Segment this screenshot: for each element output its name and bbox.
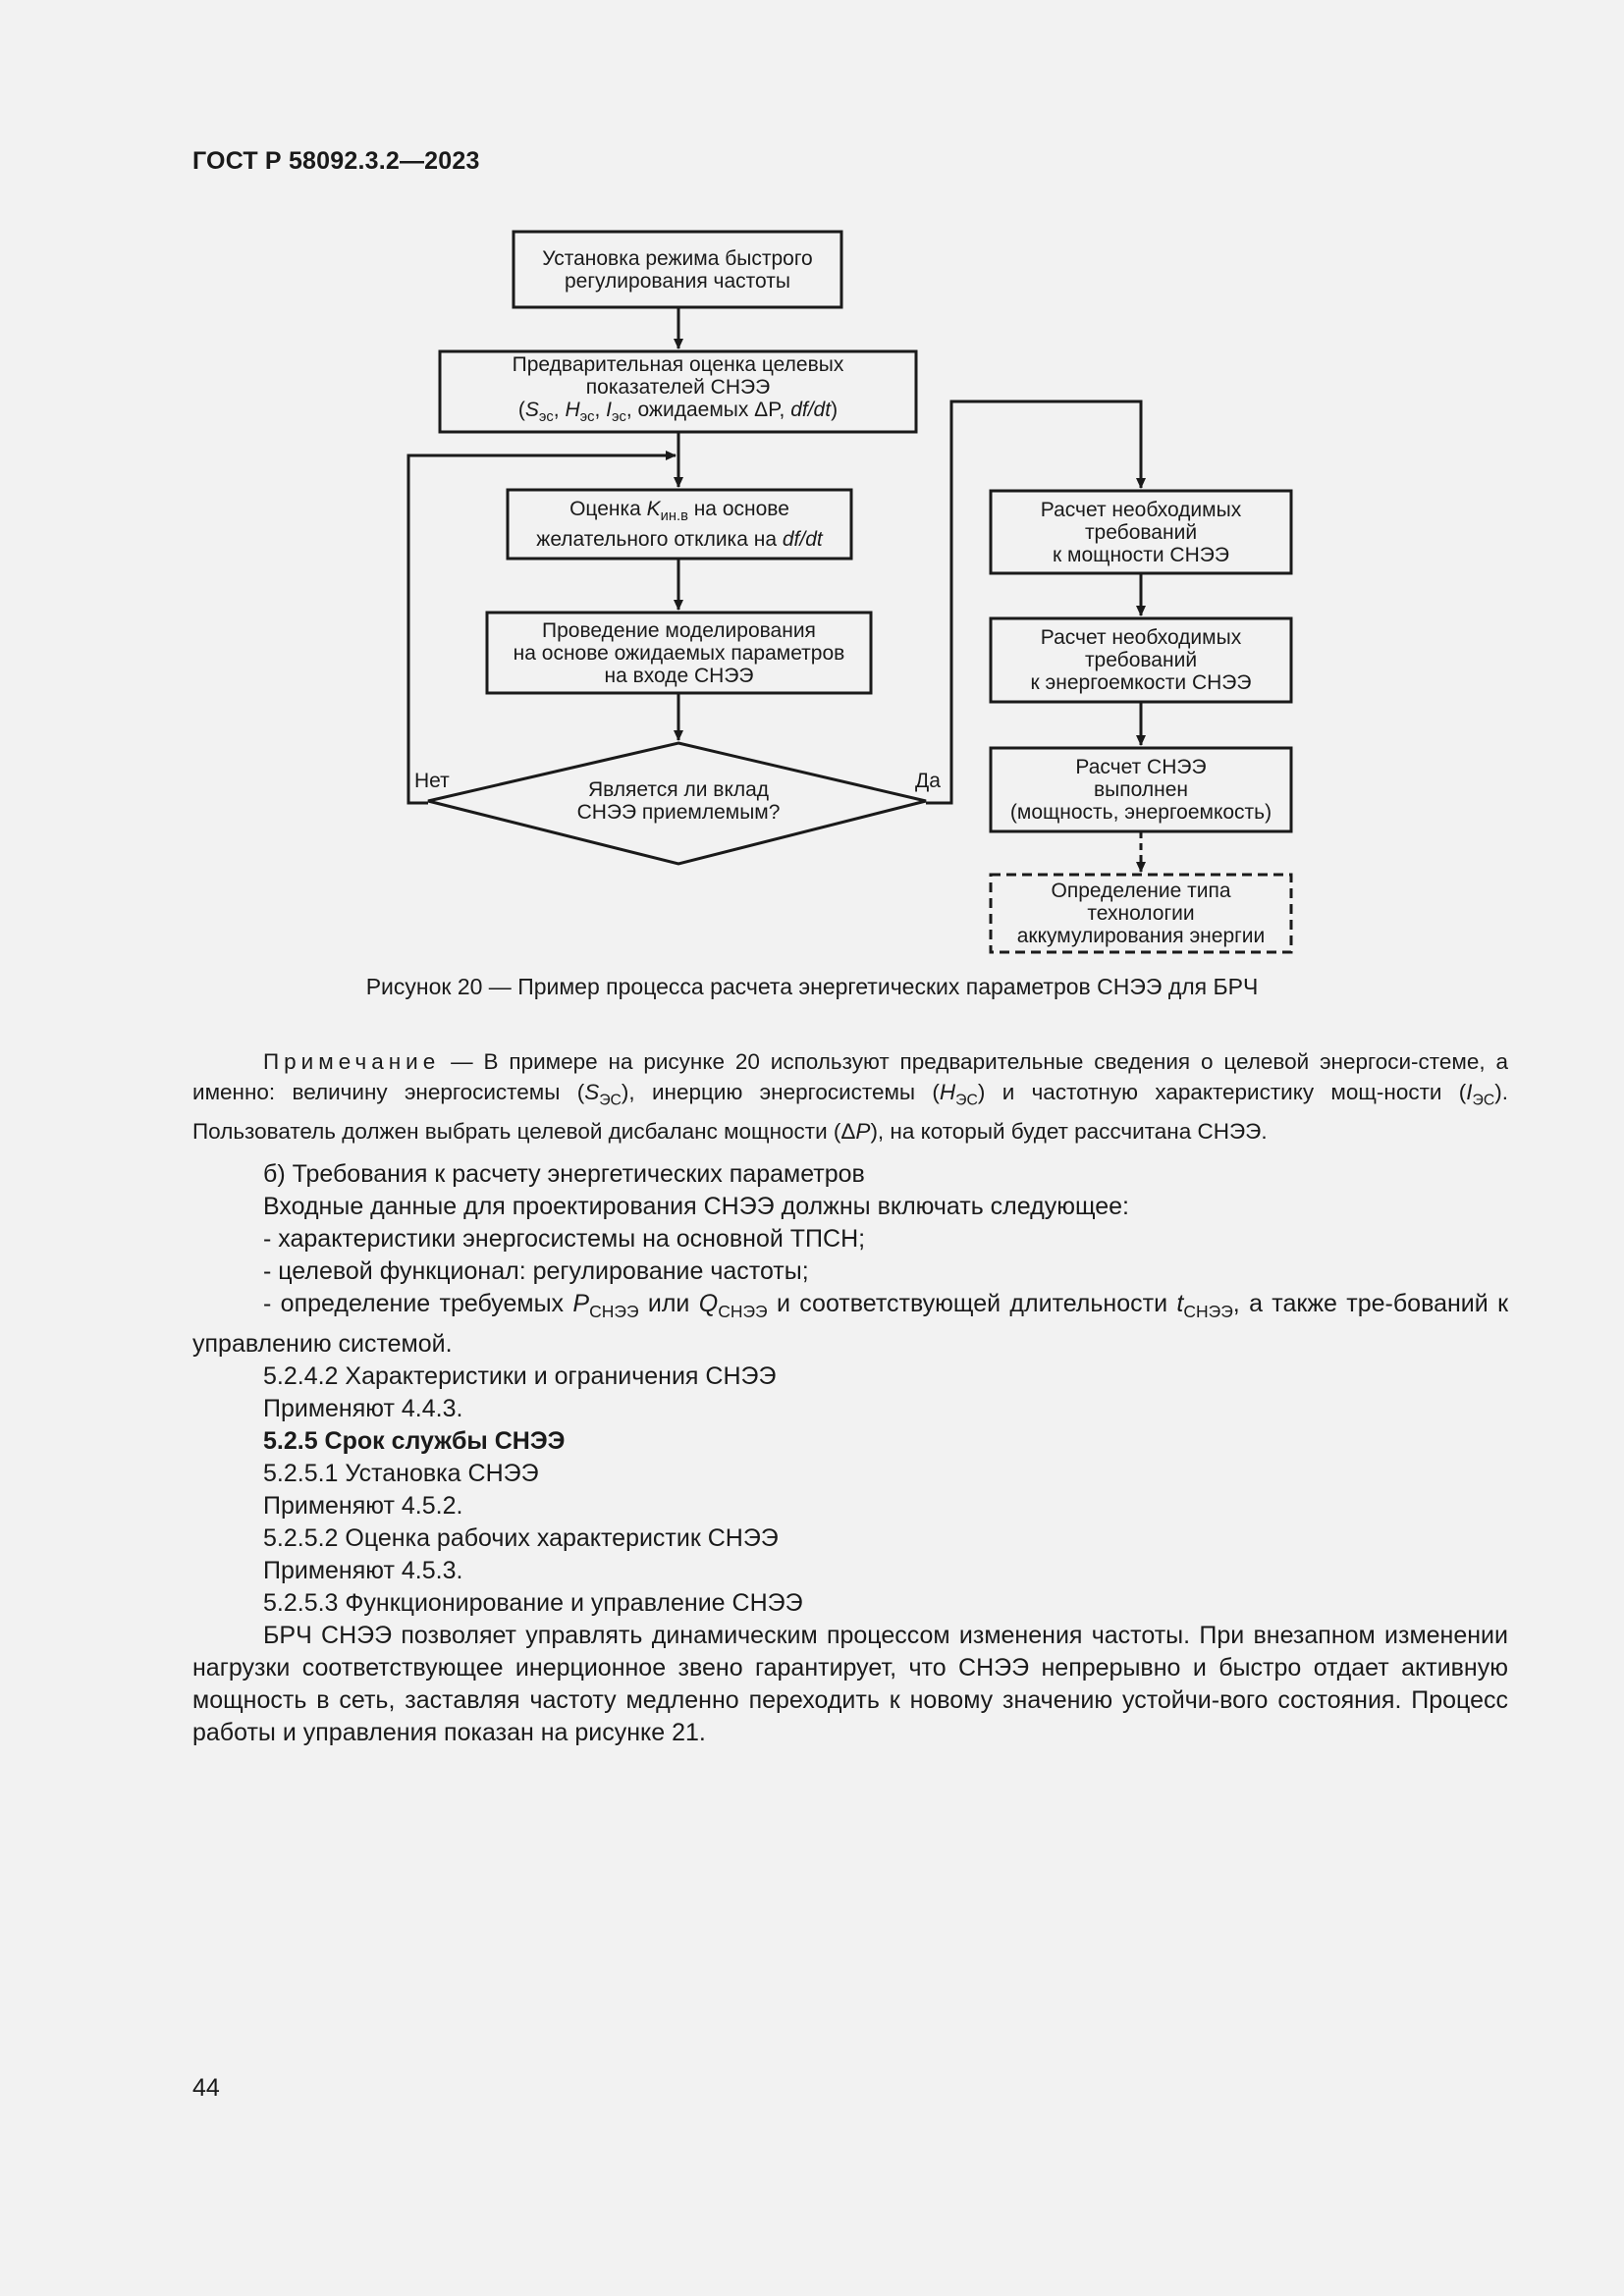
section-5252: 5.2.5.2 Оценка рабочих характеристик СНЭ… bbox=[263, 1524, 779, 1552]
box-tech-type bbox=[989, 873, 1293, 954]
page-number: 44 bbox=[192, 2074, 220, 2102]
apply-443: Применяют 4.4.3. bbox=[263, 1395, 463, 1422]
subsection-b-title: б) Требования к расчету энергетических п… bbox=[263, 1160, 865, 1188]
main-text: б) Требования к расчету энергетических п… bbox=[192, 1158, 1508, 1749]
section-5242: 5.2.4.2 Характеристики и ограничения СНЭ… bbox=[263, 1362, 777, 1390]
section-525: 5.2.5 Срок службы СНЭЭ bbox=[263, 1427, 566, 1455]
list-item: - определение требуемых PСНЭЭ или QСНЭЭ … bbox=[192, 1290, 1509, 1358]
final-paragraph: БРЧ СНЭЭ позволяет управлять динамически… bbox=[192, 1622, 1508, 1746]
box-k-estimate-text: Оценка Kин.в на основе желательного откл… bbox=[536, 497, 823, 552]
flowchart-diagram bbox=[406, 230, 1293, 954]
document-header: ГОСТ Р 58092.3.2—2023 bbox=[192, 147, 480, 175]
apply-452: Применяют 4.5.2. bbox=[263, 1492, 463, 1520]
path-yes-line bbox=[926, 400, 1146, 805]
list-item: - целевой функционал: регулирование част… bbox=[263, 1257, 809, 1285]
section-5251: 5.2.5.1 Установка СНЭЭ bbox=[263, 1460, 539, 1487]
decision-diamond bbox=[427, 741, 927, 866]
apply-453: Применяют 4.5.3. bbox=[263, 1557, 463, 1584]
input-data-intro: Входные данные для проектирования СНЭЭ д… bbox=[263, 1193, 1129, 1220]
note-paragraph: Примечание — В примере на рисунке 20 исп… bbox=[192, 1049, 1508, 1144]
box-preliminary-estimate-text: Предварительная оценка целевых показател… bbox=[512, 353, 844, 426]
loop-no-line bbox=[406, 451, 677, 805]
note-block: Примечание — В примере на рисунке 20 исп… bbox=[192, 1046, 1508, 1147]
label-yes: Да bbox=[915, 769, 941, 792]
section-5253: 5.2.5.3 Функционирование и управление СН… bbox=[263, 1589, 803, 1617]
label-no: Нет bbox=[414, 769, 450, 792]
figure-caption: Рисунок 20 — Пример процесса расчета эне… bbox=[365, 974, 1259, 999]
list-item: - характеристики энергосистемы на основн… bbox=[263, 1225, 866, 1253]
